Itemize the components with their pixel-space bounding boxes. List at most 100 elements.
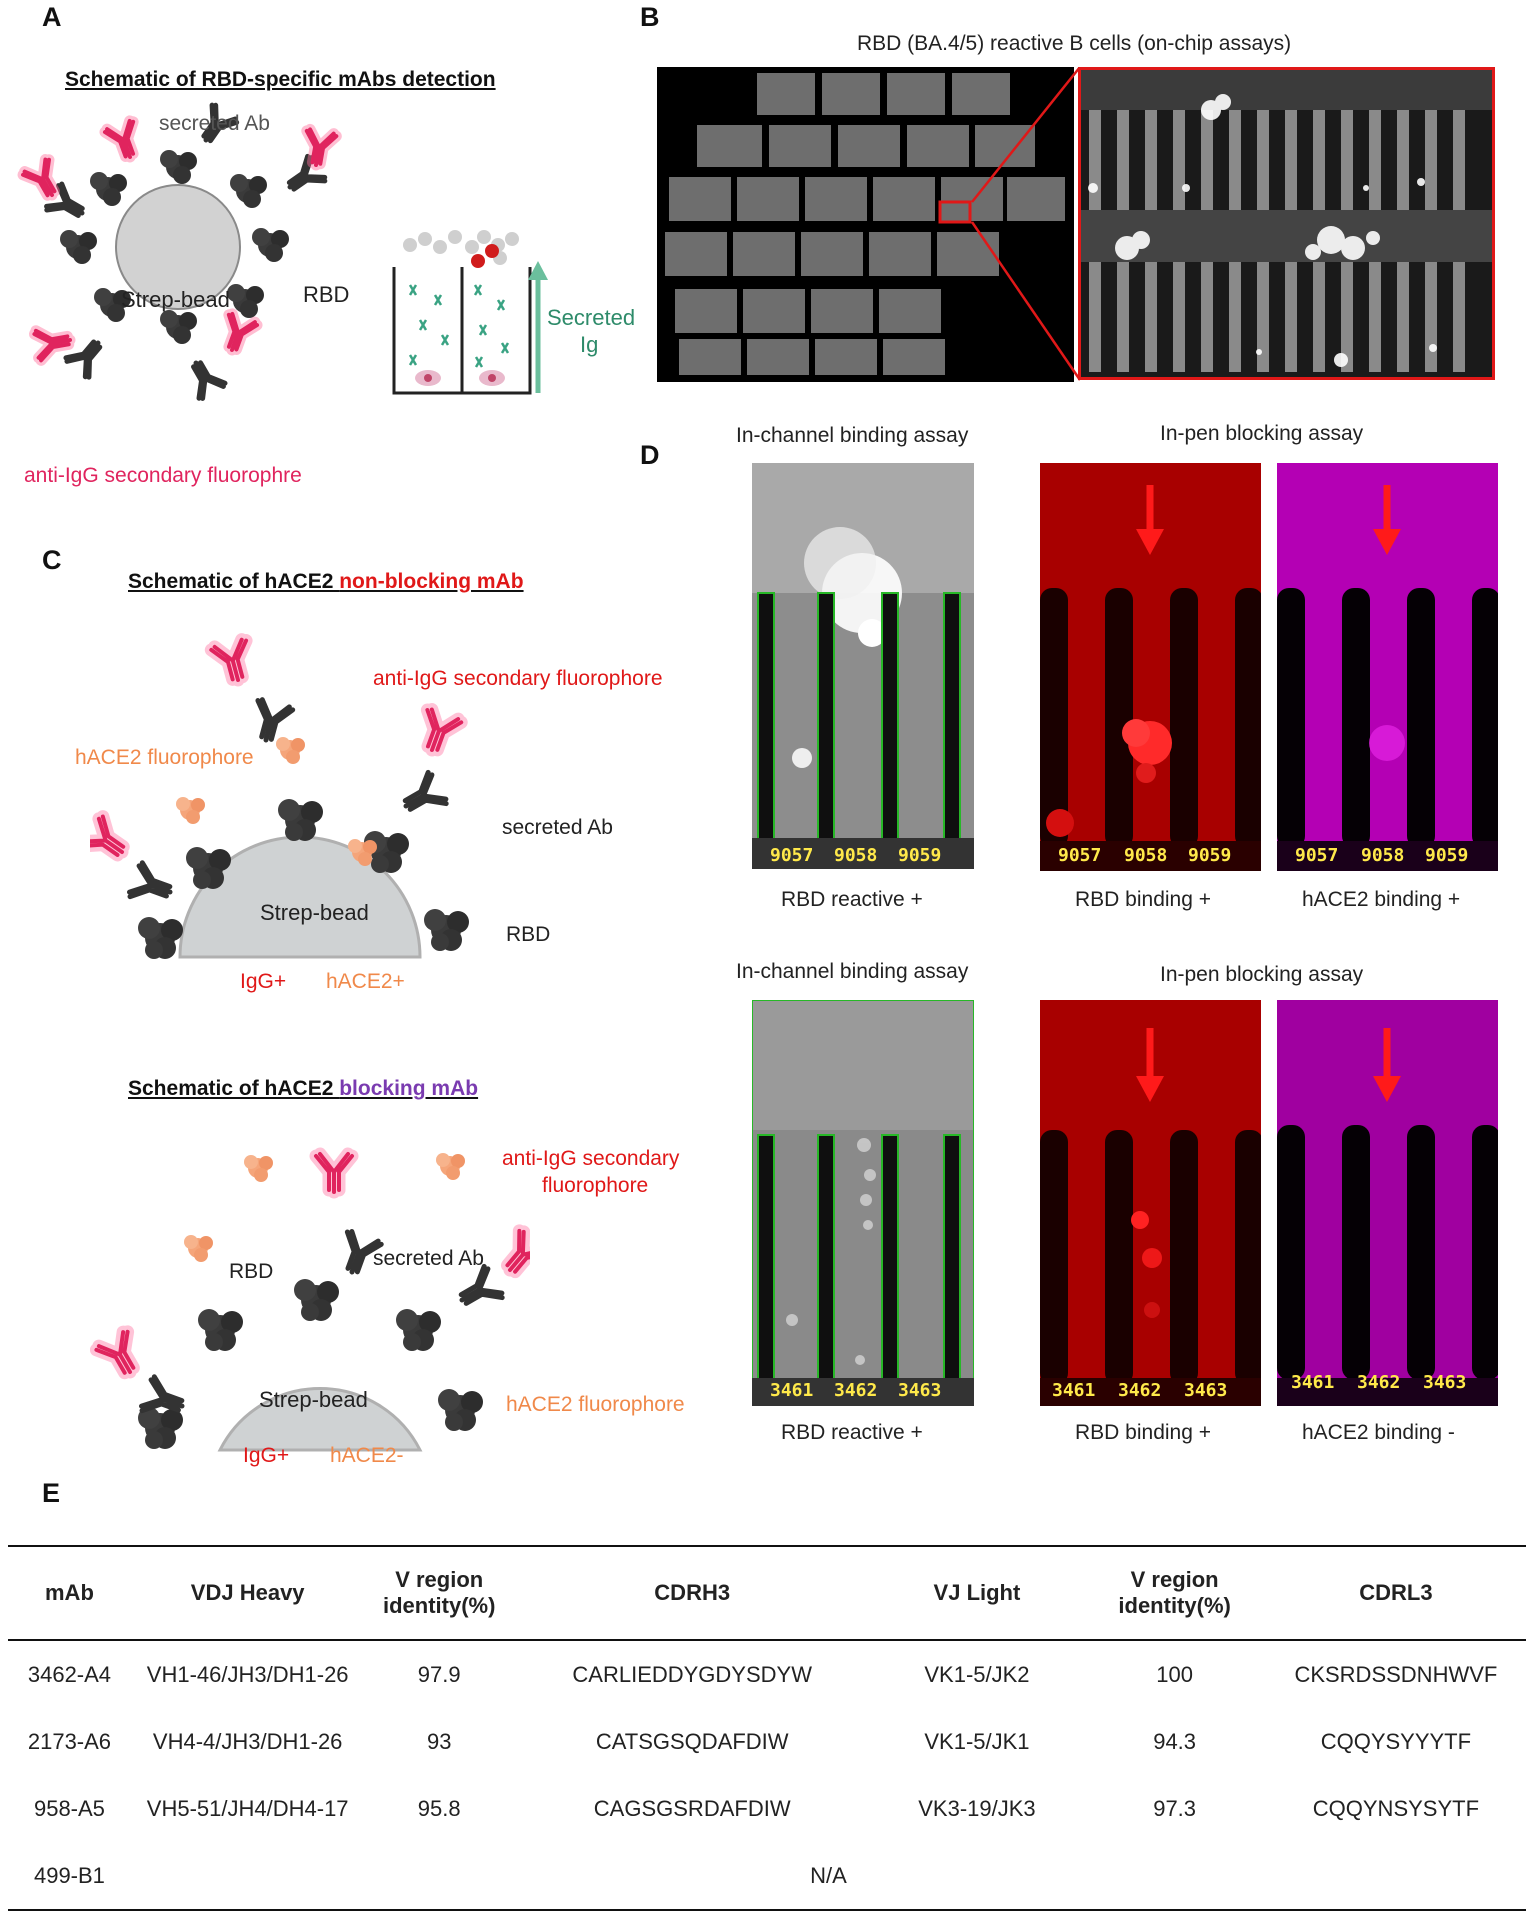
- blocking-title-highlight: blocking mAb: [339, 1077, 479, 1100]
- bottom-igg-label: IgG+: [243, 1444, 290, 1467]
- d-row2-caption-reactive: RBD reactive +: [781, 1421, 923, 1444]
- cell-cdrl3: CKSRDSSDNHWVF: [1294, 1661, 1498, 1687]
- bead-label: Strep-bead: [121, 287, 230, 312]
- d-row1-pen-title: In-pen blocking assay: [1160, 422, 1364, 445]
- cell-vdj-heavy: VH1-46/JH3/DH1-26: [146, 1661, 349, 1687]
- d-row2-rbd-id-3: 3463: [1184, 1380, 1228, 1401]
- cell-v-identity-heavy: 95.8: [417, 1795, 461, 1821]
- nonblocking-title-prefix: Schematic of hACE2: [128, 570, 340, 593]
- cell-v-identity-light: 94.3: [1153, 1728, 1197, 1754]
- cell-mab: 499-B1: [33, 1862, 105, 1888]
- d-row1-hace2-image: 9057 9058 9059: [1277, 463, 1498, 871]
- blocking-schematic: [90, 1110, 530, 1452]
- top-igg-label: IgG+: [240, 970, 287, 993]
- top-rbd-label: RBD: [506, 923, 551, 946]
- panel-letter-d: D: [640, 440, 660, 470]
- cell-v-identity-light: 100: [1156, 1661, 1193, 1687]
- panel-letter-c: C: [42, 545, 62, 575]
- table-row: 958-A5 VH5-51/JH4/DH4-17 95.8 CAGSGSRDAF…: [8, 1775, 1526, 1842]
- cell-vj-light: VK1-5/JK1: [924, 1728, 1030, 1754]
- cell-cdrl3: CQQYNSYSYTF: [1312, 1795, 1480, 1821]
- d-row1-hace2-id-1: 9057: [1295, 845, 1339, 866]
- zoom-lines: [971, 67, 1080, 203]
- d-row1-channel-id-2: 9058: [834, 845, 878, 866]
- mab-table: mAb VDJ Heavy V region identity(%) CDRH3…: [8, 1545, 1526, 1911]
- panel-a-title: Schematic of RBD-specific mAbs detection: [65, 68, 496, 91]
- d-row2-rbd-image: 3461 3462 3463: [1040, 1000, 1261, 1406]
- cell-vj-light: VK3-19/JK3: [918, 1795, 1036, 1821]
- d-row2-channel-id-3: 3463: [898, 1380, 942, 1401]
- d-row2-caption-hace2: hACE2 binding -: [1302, 1421, 1455, 1444]
- d-row1-rbd-id-3: 9059: [1188, 845, 1232, 866]
- cell-cdrh3: CATSGSQDAFDIW: [595, 1728, 789, 1754]
- cell-mab: 2173-A6: [27, 1728, 112, 1754]
- table-row: 3462-A4 VH1-46/JH3/DH1-26 97.9 CARLIEDDY…: [8, 1640, 1526, 1708]
- cell-v-identity-heavy: 93: [426, 1728, 452, 1754]
- d-row2-hace2-id-2: 3462: [1357, 1372, 1401, 1393]
- header-vj-light: VJ Light: [933, 1580, 1021, 1605]
- d-row2-hace2-id-3: 3463: [1423, 1372, 1467, 1393]
- chip-overview-image: [657, 67, 1074, 382]
- top-bead-label: Strep-bead: [260, 900, 369, 925]
- bottom-hace2-label: hACE2 fluorophore: [506, 1393, 685, 1416]
- cell-cdrh3: CAGSGSRDAFDIW: [593, 1795, 791, 1821]
- cell-mab: 3462-A4: [27, 1661, 112, 1687]
- bottom-rbd-label: RBD: [229, 1260, 274, 1283]
- rbd-bead-schematic: [0, 95, 360, 505]
- header-v-identity-heavy: V region identity(%): [382, 1567, 496, 1618]
- top-secondary-label: anti-IgG secondary fluorophore: [373, 667, 663, 690]
- panel-letter-a: A: [42, 2, 62, 32]
- cell-vdj-heavy: VH5-51/JH4/DH4-17: [146, 1795, 349, 1821]
- top-hace2-status: hACE2+: [326, 970, 405, 993]
- d-row2-channel-image: 3461 3462 3463: [752, 1000, 974, 1406]
- bottom-hace2-status: hACE2-: [330, 1444, 404, 1467]
- blocking-title: Schematic of hACE2 blocking mAb: [128, 1077, 478, 1101]
- d-row1-caption-hace2: hACE2 binding +: [1302, 888, 1461, 911]
- d-row1-hace2-id-2: 9058: [1361, 845, 1405, 866]
- d-row1-rbd-id-2: 9058: [1124, 845, 1168, 866]
- cell-mab: 958-A5: [33, 1795, 105, 1821]
- d-row1-caption-reactive: RBD reactive +: [781, 888, 923, 911]
- blocking-title-prefix: Schematic of hACE2: [128, 1077, 340, 1100]
- well-schematic: [392, 230, 548, 395]
- d-row2-channel-id-2: 3462: [834, 1380, 878, 1401]
- header-cdrh3: CDRH3: [654, 1580, 731, 1605]
- nonblocking-schematic: [90, 620, 469, 959]
- secreted-ig-label-1: Secreted: [547, 305, 636, 330]
- top-secreted-ab-label: secreted Ab: [502, 816, 613, 839]
- panel-letter-b: B: [640, 2, 660, 32]
- d-row2-rbd-id-1: 3461: [1052, 1380, 1096, 1401]
- panel-letter-e: E: [42, 1478, 61, 1508]
- table-header-row: mAb VDJ Heavy V region identity(%) CDRH3…: [8, 1546, 1526, 1640]
- d-row1-channel-id-3: 9059: [898, 845, 942, 866]
- d-row2-pen-title: In-pen blocking assay: [1160, 963, 1364, 986]
- d-row1-rbd-id-1: 9057: [1058, 845, 1102, 866]
- header-mab: mAb: [45, 1580, 94, 1605]
- d-row1-hace2-id-3: 9059: [1425, 845, 1469, 866]
- d-row1-channel-id-1: 9057: [770, 845, 814, 866]
- panel-b-title: RBD (BA.4/5) reactive B cells (on-chip a…: [857, 32, 1292, 55]
- bottom-secreted-ab-label: secreted Ab: [373, 1247, 484, 1270]
- d-row2-channel-id-1: 3461: [770, 1380, 814, 1401]
- header-vdj-heavy: VDJ Heavy: [190, 1580, 305, 1605]
- d-row1-caption-rbd: RBD binding +: [1075, 888, 1211, 911]
- table-row: 2173-A6 VH4-4/JH3/DH1-26 93 CATSGSQDAFDI…: [8, 1708, 1526, 1775]
- cell-v-identity-light: 97.3: [1153, 1795, 1197, 1821]
- rbd-label: RBD: [303, 282, 350, 307]
- nonblocking-title-highlight: non-blocking mAb: [339, 570, 524, 593]
- d-row2-channel-title: In-channel binding assay: [736, 960, 969, 983]
- d-row1-channel-image: [752, 463, 974, 869]
- secondary-fluorophre-label: anti-IgG secondary fluorophre: [24, 464, 302, 487]
- cell-cdrh3: CARLIEDDYGDYSDYW: [572, 1661, 812, 1687]
- secreted-ab-label: secreted Ab: [159, 112, 270, 135]
- cell-cdrl3: CQQYSYYYTF: [1320, 1728, 1472, 1754]
- d-row2-hace2-id-1: 3461: [1291, 1372, 1335, 1393]
- bottom-secondary-label-2: fluorophore: [542, 1174, 649, 1197]
- cell-vj-light: VK1-5/JK2: [924, 1661, 1030, 1687]
- header-cdrl3: CDRL3: [1359, 1580, 1433, 1605]
- secreted-ig-label-2: Ig: [580, 332, 599, 357]
- cell-vdj-heavy: VH4-4/JH3/DH1-26: [152, 1728, 343, 1754]
- d-row2-rbd-id-2: 3462: [1118, 1380, 1162, 1401]
- chip-zoom-image: [1078, 67, 1495, 380]
- table-row-na: 499-B1 N/A: [8, 1842, 1526, 1910]
